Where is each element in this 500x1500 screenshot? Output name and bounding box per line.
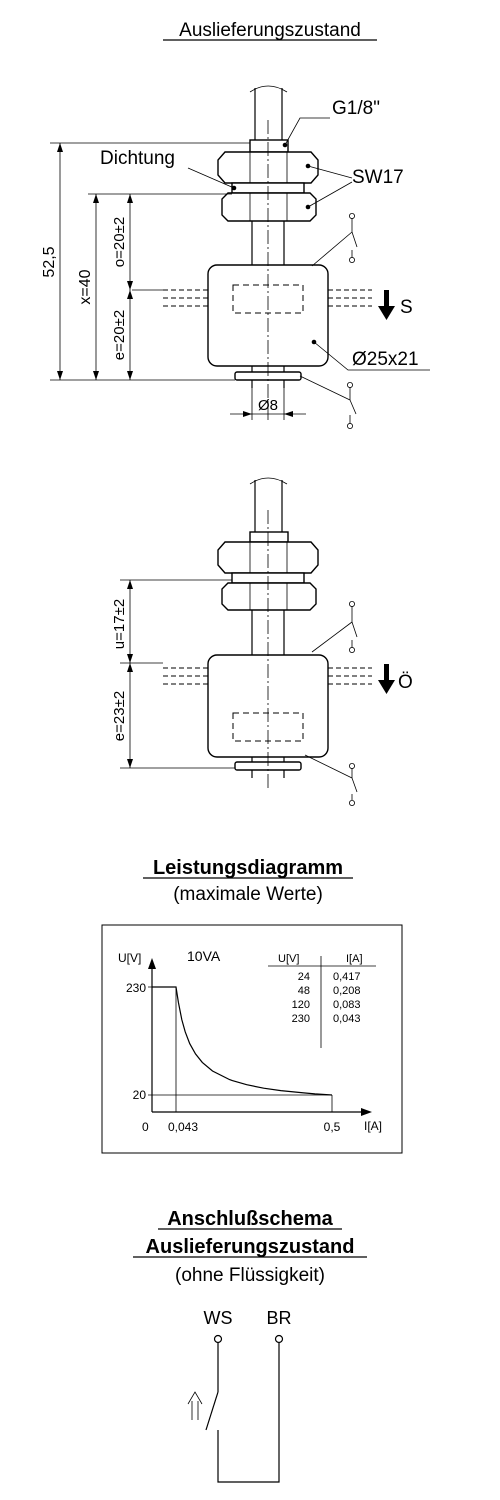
wiring-title-1: Anschlußschema: [167, 1208, 333, 1230]
y-axis-label: U[V]: [118, 951, 141, 965]
wiring-section: Anschlußschema Auslieferungszustand (ohn…: [133, 1208, 367, 1483]
e-dim-top: e=20±2: [111, 310, 128, 360]
data-table: U[V] I[A] 24 0,417 48 0,208 120 0,083 23…: [268, 953, 376, 1048]
table-cell: 24: [298, 971, 310, 983]
stem-dim: Ø8: [258, 397, 278, 414]
table-header-i: I[A]: [346, 953, 363, 965]
chart-title: Leistungsdiagramm: [153, 857, 343, 879]
table-header-u: U[V]: [278, 953, 299, 965]
top-drawing-title: Auslieferungszustand: [179, 20, 361, 41]
wiring-subtitle: (ohne Flüssigkeit): [175, 1265, 325, 1286]
table-cell: 0,417: [333, 971, 361, 983]
table-cell: 230: [292, 1013, 310, 1025]
total-dim: 52,5: [41, 246, 58, 277]
lower-nut: [221, 192, 317, 222]
seal-label: Dichtung: [100, 148, 175, 169]
arrow-down-icon: [378, 664, 395, 694]
x-axis-label: I[A]: [364, 1119, 382, 1133]
x-dim: x=40: [77, 269, 94, 304]
y-tick-230: 230: [126, 981, 146, 995]
table-cell: 0,083: [333, 999, 361, 1011]
origin-label: 0: [142, 1120, 149, 1134]
x-tick-0043: 0,043: [168, 1120, 198, 1134]
direction-label-o: Ö: [398, 672, 413, 693]
table-cell: 0,043: [333, 1013, 361, 1025]
terminal-label-br: BR: [266, 1308, 291, 1328]
thread-label: G1/8": [332, 98, 380, 119]
bottom-drawing: Ö u=17±2 e=23±2: [111, 477, 413, 807]
chart-section: Leistungsdiagramm (maximale Werte) U[V] …: [101, 857, 403, 1154]
o-dim: o=20±2: [111, 217, 128, 267]
top-drawing: Auslieferungszustand: [41, 20, 430, 429]
terminal-label-ws: WS: [204, 1308, 233, 1328]
chart-subtitle: (maximale Werte): [173, 884, 323, 905]
x-tick-05: 0,5: [324, 1120, 341, 1134]
wiring-title-2: Auslieferungszustand: [146, 1236, 355, 1258]
y-tick-20: 20: [133, 1088, 147, 1102]
power-label: 10VA: [187, 948, 221, 964]
arrow-down-icon: [378, 290, 395, 320]
e-dim-bottom: e=23±2: [111, 691, 128, 741]
direction-label-s: S: [400, 297, 413, 318]
u-dim: u=17±2: [111, 599, 128, 649]
float-label: Ø25x21: [352, 349, 419, 370]
table-cell: 0,208: [333, 985, 361, 997]
wrench-label: SW17: [352, 167, 404, 188]
table-cell: 120: [292, 999, 310, 1011]
chart-series-line: [152, 986, 333, 1096]
table-cell: 48: [298, 985, 310, 997]
arrow-up-icon: [187, 1391, 203, 1420]
